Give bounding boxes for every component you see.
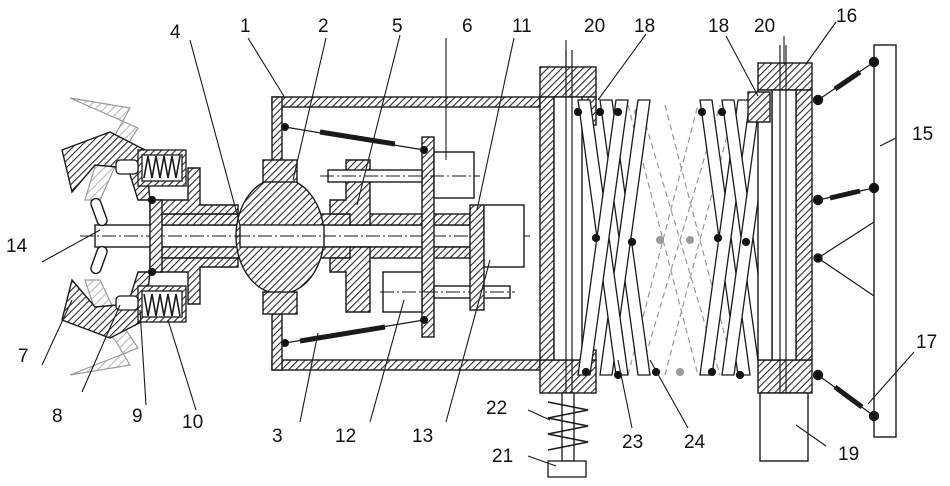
label-20-left: 20 — [584, 16, 605, 37]
label-10: 10 — [182, 412, 203, 433]
label-6: 6 — [462, 16, 473, 37]
label-1: 1 — [240, 16, 251, 37]
jack-spring — [548, 393, 588, 477]
label-18-right: 18 — [708, 16, 729, 37]
label-3: 3 — [272, 426, 283, 447]
label-17: 17 — [916, 332, 937, 353]
label-4: 4 — [170, 22, 181, 43]
label-16: 16 — [836, 6, 857, 27]
right-column — [748, 45, 812, 461]
ball-joint — [236, 160, 324, 314]
label-7: 7 — [18, 346, 29, 367]
label-13: 13 — [412, 426, 433, 447]
label-5: 5 — [392, 16, 403, 37]
label-20-right: 20 — [754, 16, 775, 37]
label-23: 23 — [622, 432, 643, 453]
label-22: 22 — [486, 398, 507, 419]
label-2: 2 — [318, 16, 329, 37]
label-19: 19 — [838, 444, 859, 465]
label-12: 12 — [335, 426, 356, 447]
end-plate — [814, 45, 897, 437]
label-8: 8 — [52, 406, 63, 427]
label-15: 15 — [912, 124, 933, 145]
scissor-mechanism — [575, 100, 773, 379]
label-24: 24 — [684, 432, 706, 453]
label-11: 11 — [512, 16, 532, 37]
label-18-left: 18 — [634, 16, 655, 37]
label-9: 9 — [132, 406, 143, 427]
label-21: 21 — [492, 446, 513, 467]
label-14: 14 — [6, 236, 28, 257]
